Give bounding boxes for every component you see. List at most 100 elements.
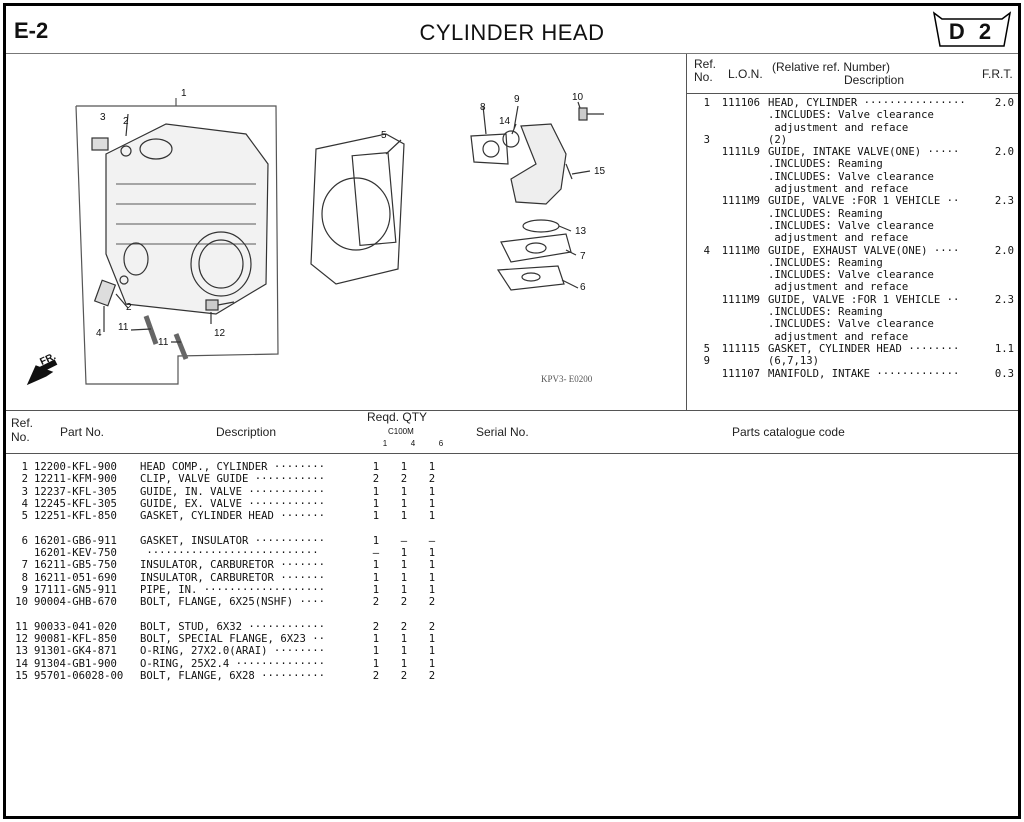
badge-frame-icon	[932, 11, 1012, 47]
qty-1: 2	[372, 670, 380, 683]
labor-lon	[710, 122, 760, 134]
labor-desc: .INCLUDES: Valve clearance	[768, 170, 934, 183]
exploded-diagram: 1 3 2 4 2 11 11 12 5 8 9 10 14 15 13 7 6…	[6, 54, 686, 410]
labor-ref: 4	[703, 244, 710, 257]
qty-6: 1	[428, 583, 436, 596]
labor-lon: 1111M0	[721, 244, 760, 257]
ref-no: 8	[21, 571, 28, 584]
labor-line: .INCLUDES: Valve clearance	[690, 220, 1014, 232]
qty-6: 2	[428, 620, 436, 633]
labor-desc: .INCLUDES: Reaming	[768, 207, 883, 220]
labor-line: adjustment and reface	[690, 232, 1014, 244]
ref-no	[10, 547, 28, 559]
qty-1: 1	[372, 559, 380, 572]
labor-ref: 5	[703, 342, 710, 355]
callout-4: 4	[96, 328, 102, 339]
parts-partno-header: Part No.	[60, 425, 105, 439]
ref-no: 7	[21, 559, 28, 572]
labor-ref	[690, 281, 710, 293]
ref-no: 3	[21, 485, 28, 498]
labor-ref: 9	[703, 355, 710, 368]
callout-7: 7	[580, 251, 586, 262]
qty-1: 1	[372, 645, 380, 658]
labor-desc: GUIDE, INTAKE VALVE(ONE) ·····	[768, 146, 960, 159]
labor-desc: .INCLUDES: Reaming	[768, 306, 883, 319]
labor-line: 3(2)	[690, 134, 1014, 146]
group-gap	[10, 522, 446, 534]
labor-desc: GUIDE, EXHAUST VALVE(ONE) ····	[768, 244, 960, 257]
part-description: CLIP, VALVE GUIDE ···········	[140, 473, 325, 486]
labor-lon: 111107	[721, 367, 760, 380]
qty-1: 1	[372, 657, 380, 670]
part-description: PIPE, IN. ···················	[140, 583, 325, 596]
qty-6: –	[428, 534, 436, 547]
callout-10: 10	[572, 92, 584, 103]
qty-4: –	[400, 534, 408, 547]
qty-4: 2	[400, 473, 408, 486]
labor-lon	[710, 208, 760, 220]
qty-6: 1	[428, 559, 436, 572]
labor-lon	[710, 257, 760, 269]
part-number: 90081-KFL-850	[34, 633, 117, 646]
labor-lon	[710, 331, 760, 343]
callout-11: 11	[118, 322, 129, 333]
callout-6: 6	[580, 282, 586, 293]
part-number: 91304-GB1-900	[34, 657, 117, 670]
divider	[687, 93, 1018, 94]
labor-desc: GUIDE, VALVE :FOR 1 VEHICLE ··	[768, 293, 960, 306]
labor-desc: HEAD, CYLINDER ················	[768, 97, 966, 109]
labor-desc-header: Description	[844, 73, 905, 87]
part-description: GASKET, CYLINDER HEAD ·······	[140, 510, 325, 523]
qty-6: 2	[428, 473, 436, 486]
qty-4: 1	[400, 559, 408, 572]
qty-1: 1	[372, 510, 380, 523]
labor-desc: adjustment and reface	[768, 330, 909, 343]
divider	[6, 410, 1018, 411]
labor-frt	[982, 306, 1014, 318]
labor-lon: 1111L9	[721, 146, 760, 159]
ref-no: 6	[21, 534, 28, 547]
labor-lon	[710, 220, 760, 232]
qty-4: 2	[400, 620, 408, 633]
labor-frt	[982, 220, 1014, 232]
qty-6: 1	[428, 510, 436, 523]
labor-desc: adjustment and reface	[768, 281, 909, 294]
part-description: BOLT, SPECIAL FLANGE, 6X23 ··	[140, 633, 325, 646]
labor-frt: 2.0	[994, 97, 1014, 109]
callout-15: 15	[594, 166, 606, 177]
labor-ref	[690, 257, 710, 269]
labor-ref	[690, 109, 710, 121]
qty-1: 1	[372, 583, 380, 596]
labor-lon: 111115	[721, 342, 760, 355]
labor-frt	[982, 109, 1014, 121]
qty-1: 2	[372, 473, 380, 486]
labor-desc: .INCLUDES: Valve clearance	[768, 219, 934, 232]
parts-desc-header: Description	[216, 425, 277, 439]
labor-desc: .INCLUDES: Valve clearance	[768, 109, 934, 122]
part-description: ···························	[140, 547, 319, 560]
qty-6: 1	[428, 497, 436, 510]
figure-code: KPV3- E0200	[541, 374, 593, 384]
labor-desc: GASKET, CYLINDER HEAD ········	[768, 342, 960, 355]
qty-1: 2	[372, 596, 380, 609]
labor-ref	[690, 306, 710, 318]
labor-frt	[982, 183, 1014, 195]
labor-lon: 1111M9	[721, 195, 760, 208]
labor-ref	[690, 195, 710, 207]
labor-frt	[982, 355, 1014, 367]
qty-4: 1	[400, 497, 408, 510]
labor-frt: 2.0	[994, 244, 1014, 257]
part-number: 16211-051-690	[34, 571, 117, 584]
labor-lon	[710, 109, 760, 121]
